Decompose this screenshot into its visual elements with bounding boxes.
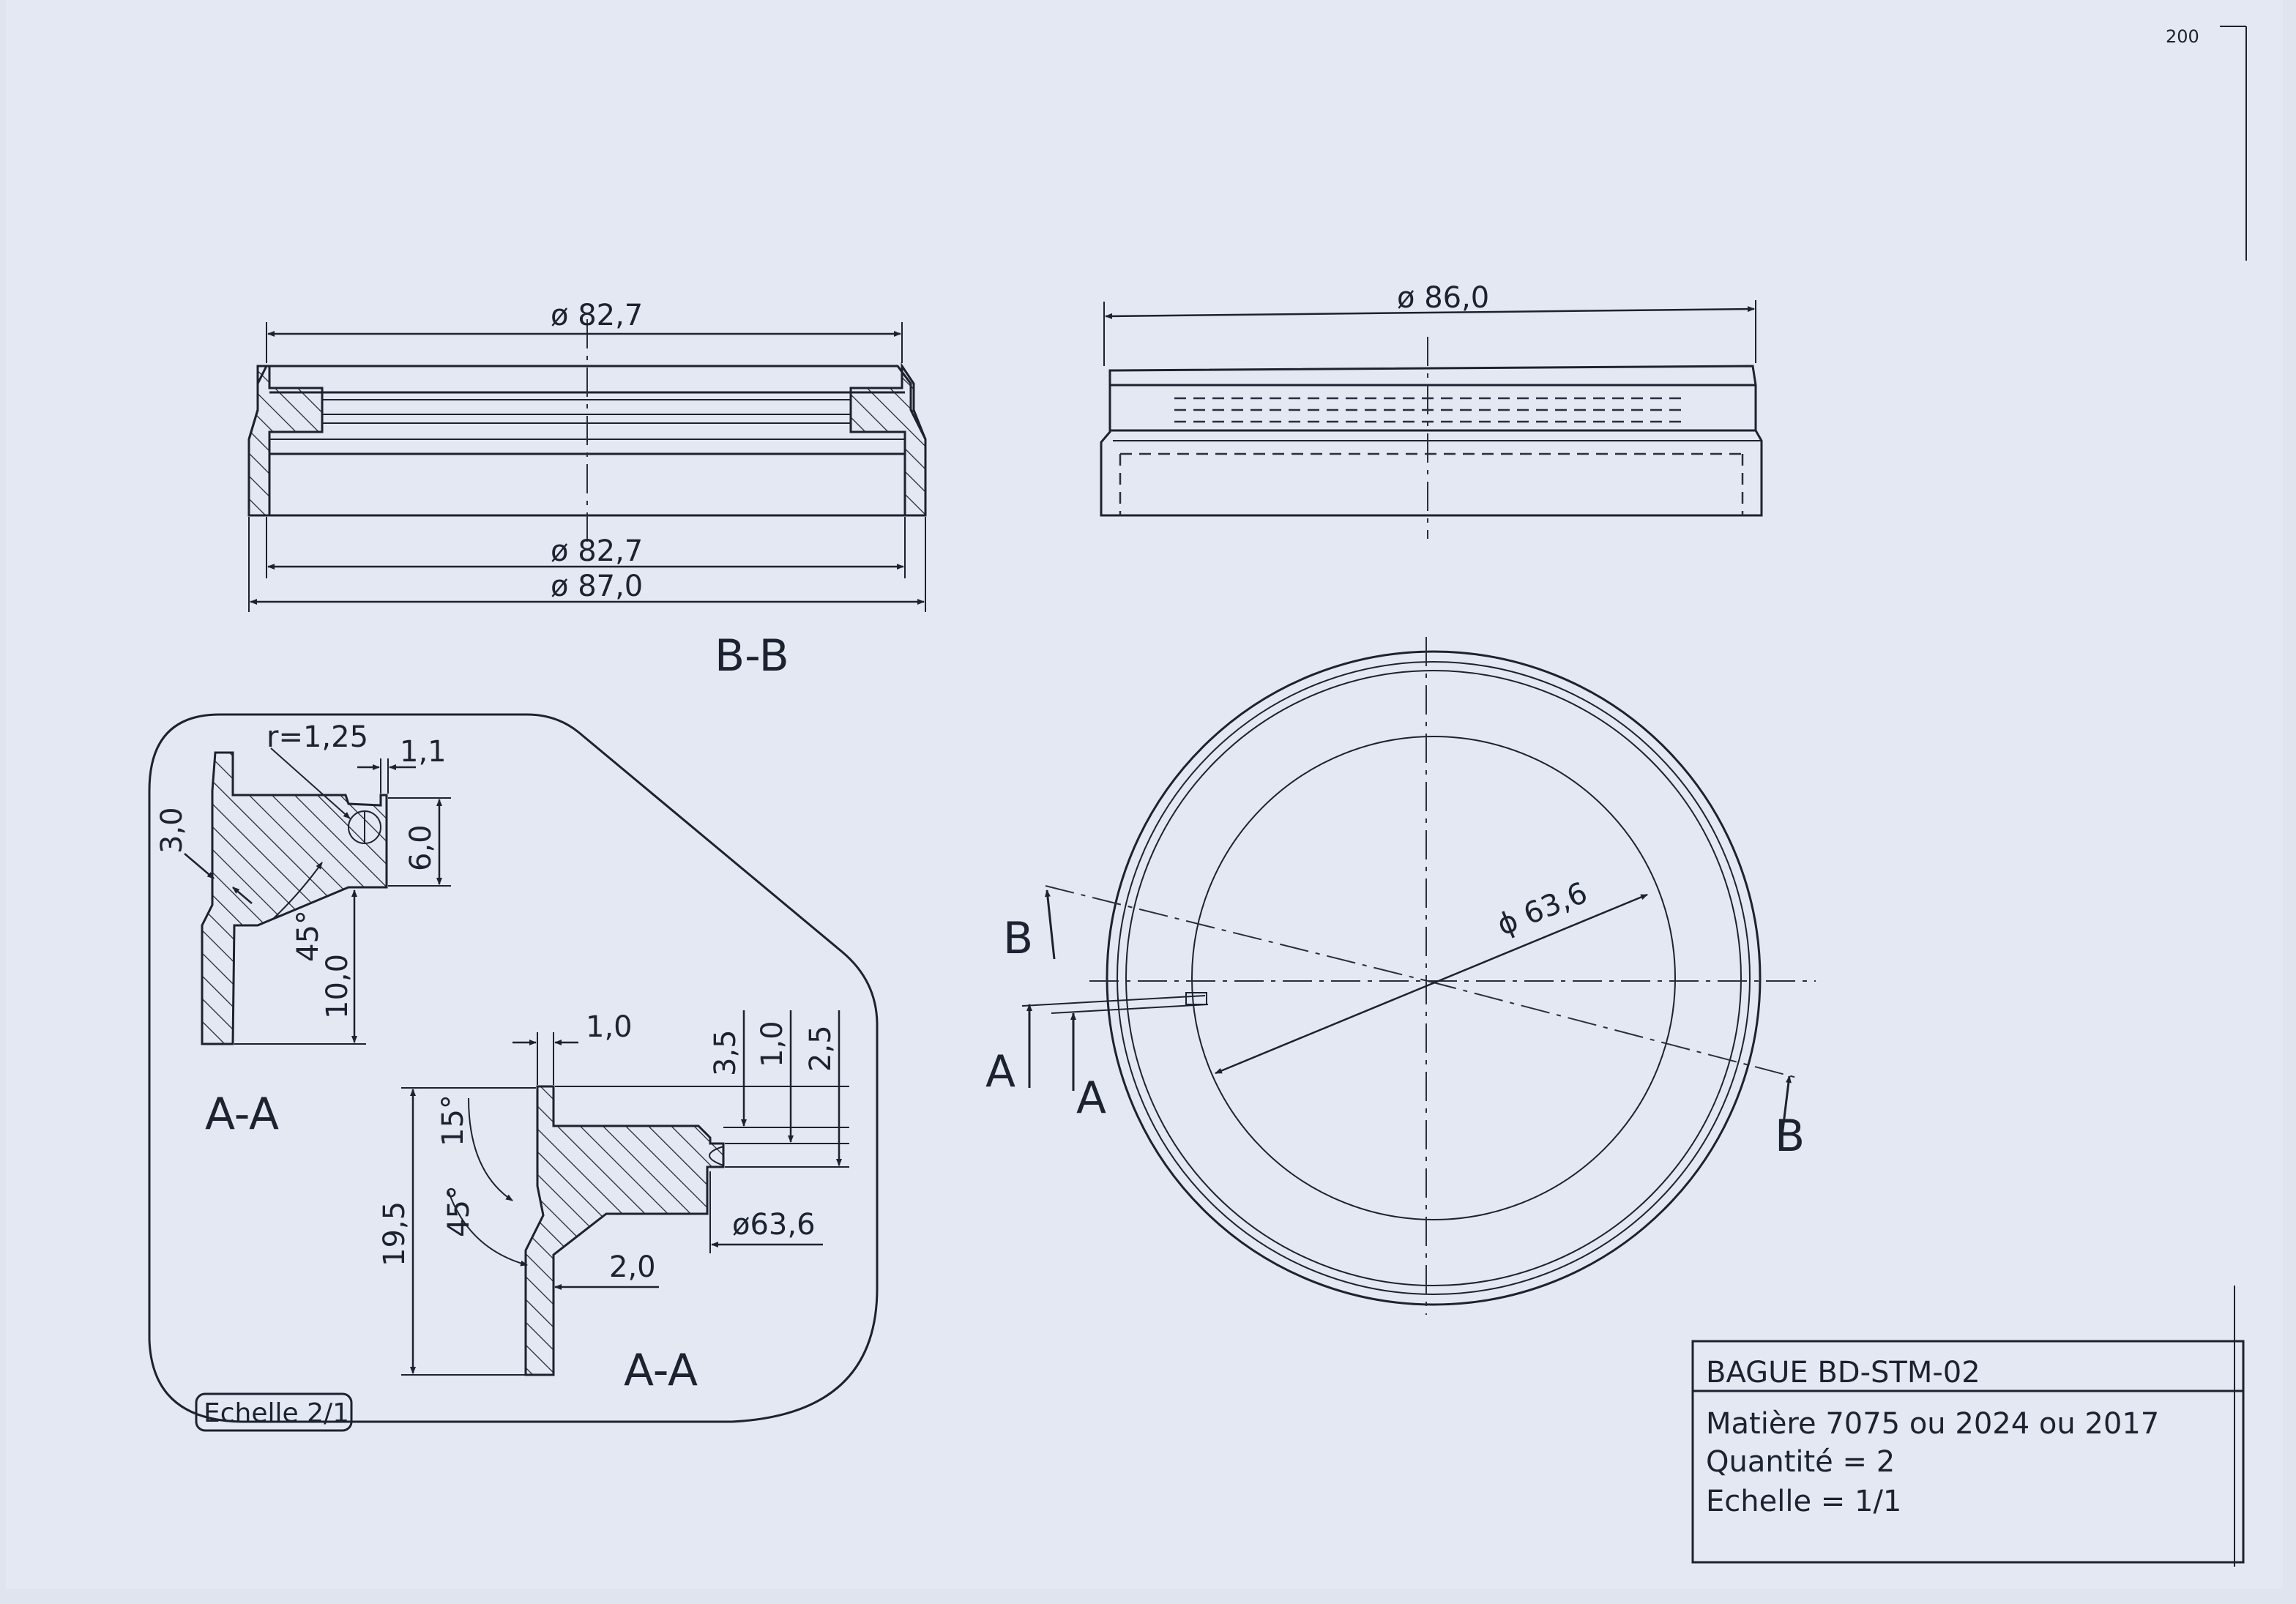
dim-3-5: 3,5 (709, 1029, 742, 1076)
section-label-b-b: B-B (715, 630, 789, 682)
detail-upper-section: r=1,25 1,1 6,0 3,0 45° 10,0 A-A (155, 720, 451, 1140)
dim-3-0: 3,0 (155, 807, 189, 854)
corner-mark: 200 (2166, 26, 2247, 261)
dim-2-5: 2,5 (804, 1025, 838, 1072)
dim-radius-1-25: r=1,25 (266, 720, 368, 754)
scale-badge (195, 1392, 353, 1432)
detail-panel: Echelle 2/1 r=1,25 1,1 6,0 3,0 (148, 713, 879, 1432)
section-marker-a-left: A (985, 1046, 1015, 1097)
section-marker-b-right: B (1775, 1111, 1805, 1162)
title-block: BAGUE BD-STM-02 Matière 7075 ou 2024 ou … (1691, 1286, 2245, 1567)
dim-1-1: 1,1 (400, 735, 447, 769)
angle-45-lower: 45° (442, 1185, 476, 1237)
section-marker-b-left: B (1003, 913, 1033, 964)
section-label-a-a-lower: A-A (624, 1345, 698, 1396)
title-block-quantity: Quantité = 2 (1706, 1445, 1895, 1479)
dim-top-86-0: ø 86,0 (1397, 281, 1489, 315)
corner-mark-label: 200 (2166, 26, 2199, 47)
section-label-a-a-upper: A-A (205, 1089, 279, 1140)
dim-2-0: 2,0 (609, 1250, 656, 1284)
dim-bottom-82-7: ø 82,7 (551, 534, 643, 568)
dim-19-5: 19,5 (378, 1201, 411, 1267)
view-section-b-b: ø 82,7 ø 82,7 ø 87,0 B-B (247, 299, 927, 682)
title-block-scale: Echelle = 1/1 (1706, 1485, 1901, 1518)
view-external-elevation: ø 86,0 (1100, 281, 1763, 539)
angle-45-upper: 45° (291, 910, 325, 962)
detail-lower-section: 1,0 3,5 1,0 2,5 15° 45° 19,5 ø63 (378, 1010, 849, 1396)
title-block-title: BAGUE BD-STM-02 (1706, 1356, 1980, 1389)
scale-badge-label: Echelle 2/1 (204, 1398, 349, 1428)
paper-sheet (6, 0, 2283, 1589)
dim-10-0: 10,0 (321, 954, 354, 1019)
dim-1-0-side: 1,0 (756, 1021, 789, 1067)
title-block-material: Matière 7075 ou 2024 ou 2017 (1706, 1407, 2159, 1441)
section-marker-a-right: A (1076, 1073, 1106, 1124)
angle-15: 15° (436, 1094, 470, 1146)
dim-6-0: 6,0 (404, 824, 438, 871)
dim-top-82-7: ø 82,7 (551, 299, 643, 332)
dim-63-6-detail: ø63,6 (732, 1208, 816, 1242)
dim-1-0-top: 1,0 (586, 1010, 633, 1044)
dim-bottom-87-0: ø 87,0 (551, 570, 643, 603)
